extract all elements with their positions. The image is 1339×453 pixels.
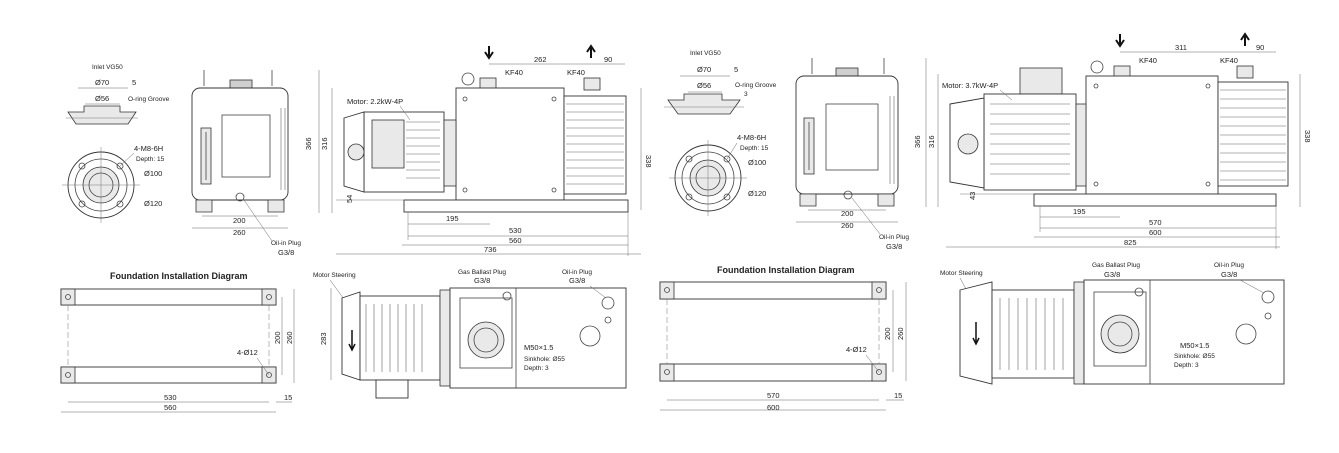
right-top-view: Motor Steering Gas Ballast Plug G3/8 Oil…: [940, 262, 1285, 385]
left-d120: Ø120: [144, 199, 162, 208]
left-inlet-label: Inlet VG50: [92, 64, 123, 71]
left-kf40-a: KF40: [505, 68, 523, 77]
right-foundation-d570: 570: [767, 391, 780, 400]
right-gas-ballast: Gas Ballast Plug: [1092, 262, 1140, 269]
left-end-view: 200 260 Oil-in Plug G3/8: [191, 70, 301, 257]
right-d600: 600: [1149, 228, 1162, 237]
left-foundation-d200: 200: [273, 331, 282, 344]
right-motor-label: Motor: 3.7kW-4P: [942, 81, 998, 90]
left-depth: Depth: 15: [136, 156, 165, 163]
left-motor-steering: Motor Steering: [313, 272, 356, 279]
left-kf40-b: KF40: [567, 68, 585, 77]
right-d90: 90: [1256, 43, 1264, 52]
right-h366: 366: [913, 135, 922, 148]
right-d100: Ø100: [748, 158, 766, 167]
left-side-view: 366 316 338 262 90 KF40 KF40: [304, 44, 653, 256]
left-d530: 530: [509, 226, 522, 235]
right-h316: 316: [927, 135, 936, 148]
left-end-oil-in-thread: G3/8: [278, 248, 294, 257]
left-gas-ballast-thread: G3/8: [474, 276, 490, 285]
right-foundation-title: Foundation Installation Diagram: [717, 265, 855, 275]
left-sinkhole: Sinkhole: Ø55: [524, 356, 565, 363]
left-oil-in-top: Oil-in Plug: [562, 269, 592, 276]
right-foundation-d260: 260: [896, 327, 905, 340]
right-inlet-flange-section: Inlet VG50 Ø70 5 Ø56 O-ring Groove 3: [664, 50, 777, 115]
right-oil-in-top: Oil-in Plug: [1214, 262, 1244, 269]
right-h338: 338: [1303, 130, 1312, 143]
right-d825: 825: [1124, 238, 1137, 247]
right-foundation-d200: 200: [883, 327, 892, 340]
left-oil-in-top-thread: G3/8: [569, 276, 585, 285]
right-dim-5: 5: [734, 65, 738, 74]
right-kf40-a: KF40: [1139, 56, 1157, 65]
right-top-depth: Depth: 3: [1174, 362, 1199, 369]
left-h338: 338: [644, 155, 653, 168]
right-side-view: 366 316 338 311 90 KF40 KF40: [913, 32, 1312, 249]
right-d70: Ø70: [697, 65, 711, 74]
left-gas-ballast: Gas Ballast Plug: [458, 269, 506, 276]
right-oil-in-top-thread: G3/8: [1221, 270, 1237, 279]
right-foundation-holes: 4-Ø12: [846, 345, 867, 354]
left-foundation-title: Foundation Installation Diagram: [110, 271, 248, 281]
left-end-oil-in: Oil-in Plug: [271, 240, 301, 247]
right-outlet-thread: M50×1.5: [1180, 341, 1209, 350]
left-dim-5: 5: [132, 78, 136, 87]
right-foundation-diagram: Foundation Installation Diagram 4-Ø12 20…: [659, 265, 907, 412]
left-foundation-d15: 15: [284, 393, 292, 402]
left-d70: Ø70: [95, 78, 109, 87]
right-inlet-label: Inlet VG50: [690, 50, 721, 57]
right-bolt-flange-view: 4-M8-6H Depth: 15 Ø100 Ø120: [669, 133, 769, 216]
right-gas-ballast-thread: G3/8: [1104, 270, 1120, 279]
left-foundation-diagram: Foundation Installation Diagram 4-Ø12 20…: [60, 271, 295, 413]
left-thread: 4-M8-6H: [134, 144, 163, 153]
right-h43: 43: [968, 192, 977, 200]
left-h366: 366: [304, 137, 313, 150]
right-end-oil-in-thread: G3/8: [886, 242, 902, 251]
right-kf40-b: KF40: [1220, 56, 1238, 65]
left-end-w260: 260: [233, 228, 246, 237]
left-h54: 54: [345, 195, 354, 203]
left-bolt-flange-view: 4-M8-6H Depth: 15 Ø100 Ø120: [62, 144, 165, 223]
right-d570: 570: [1149, 218, 1162, 227]
right-motor-steering: Motor Steering: [940, 270, 983, 277]
right-d311: 311: [1175, 43, 1187, 52]
left-end-w200: 200: [233, 216, 246, 225]
left-d560: 560: [509, 236, 522, 245]
right-depth: Depth: 15: [740, 145, 769, 152]
right-end-w200: 200: [841, 209, 854, 218]
right-d195: 195: [1073, 207, 1086, 216]
left-top-depth: Depth: 3: [524, 365, 549, 372]
right-thread: 4-M8-6H: [737, 133, 766, 142]
left-foundation-d560: 560: [164, 403, 177, 412]
left-foundation-d260: 260: [285, 331, 294, 344]
right-oring: O-ring Groove: [735, 82, 777, 89]
right-d56: Ø56: [697, 81, 711, 90]
left-d262: 262: [534, 55, 547, 64]
left-d195: 195: [446, 214, 459, 223]
left-h283: 283: [319, 332, 328, 345]
left-d90: 90: [604, 55, 612, 64]
left-d100: Ø100: [144, 169, 162, 178]
right-d120: Ø120: [748, 189, 766, 198]
right-dim-3: 3: [744, 91, 748, 98]
left-oring: O-ring Groove: [128, 96, 170, 103]
left-h316: 316: [320, 137, 329, 150]
right-foundation-d15: 15: [894, 391, 902, 400]
right-foundation-d600: 600: [767, 403, 780, 412]
right-end-view: 200 260 Oil-in Plug G3/8: [795, 58, 909, 251]
left-d736: 736: [484, 245, 497, 254]
left-top-view: Motor Steering Gas Ballast Plug G3/8 Oil…: [313, 269, 627, 399]
left-inlet-flange-section: Inlet VG50 Ø70 5 Ø56 O-ring Groove: [66, 64, 170, 125]
left-motor-label: Motor: 2.2kW-4P: [347, 97, 403, 106]
left-foundation-holes: 4-Ø12: [237, 348, 258, 357]
right-end-oil-in: Oil-in Plug: [879, 234, 909, 241]
left-outlet-thread: M50×1.5: [524, 343, 553, 352]
left-foundation-d530: 530: [164, 393, 177, 402]
left-d56: Ø56: [95, 94, 109, 103]
right-sinkhole: Sinkhole: Ø55: [1174, 353, 1215, 360]
right-end-w260: 260: [841, 221, 854, 230]
